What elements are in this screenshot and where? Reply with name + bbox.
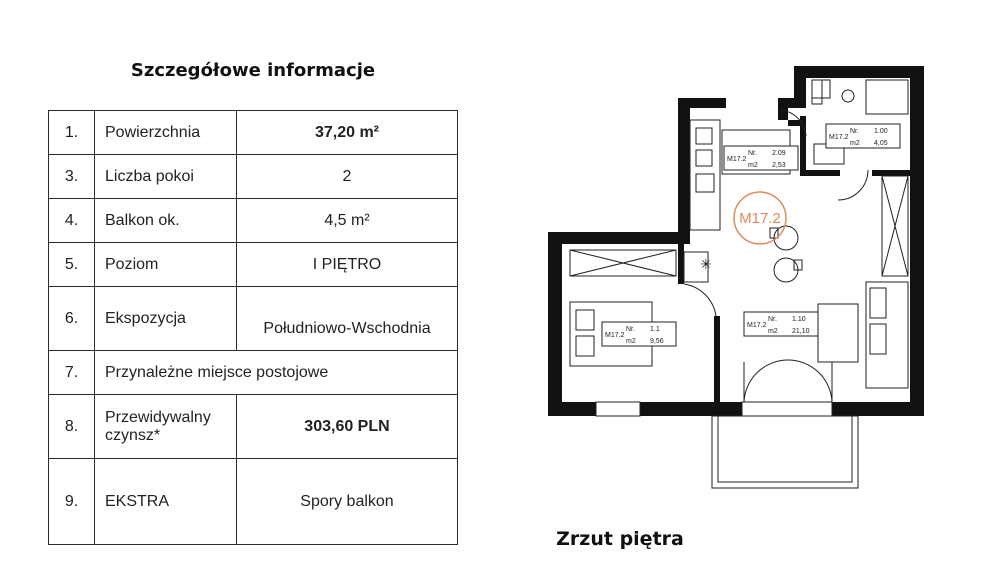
room-nr-label: Nr. [748,150,757,157]
row-value: Południowo-Wschodnia [236,286,458,351]
room-nr-label: Nr. [850,128,859,135]
details-table: 1. Powierzchnia 37,20 m² 3. Liczba pokoi… [48,110,458,545]
room-unit: M17.2 [727,156,747,163]
room-number: 1.1 [650,326,660,333]
table-row: 9. EKSTRA Spory balkon [48,458,458,545]
room-m2-label: m2 [748,162,758,169]
room-tag [601,321,677,347]
room-area: 2,53 [772,162,786,169]
table-row: 4. Balkon ok. 4,5 m² [48,198,458,243]
room-m2-label: m2 [768,328,778,335]
row-number: 1. [48,110,95,155]
room-m2-label: m2 [626,338,636,345]
row-number: 9. [48,458,95,545]
table-row: 6. Ekspozycja Południowo-Wschodnia [48,286,458,351]
walls [548,66,924,416]
room-area: 9,56 [650,338,664,345]
room-area: 21,10 [792,328,810,335]
fan-icon: ✳ [700,256,712,272]
row-value: Spory balkon [236,458,458,545]
row-label: Liczba pokoi [94,154,237,199]
row-label: Powierzchnia [94,110,237,155]
row-label: Balkon ok. [94,198,237,243]
room-number: 2.09 [772,150,786,157]
plan-caption: Zrzut piętra [556,528,684,550]
room-number: 1.00 [874,128,888,135]
row-label: Przynależne miejsce postojowe [94,350,458,395]
room-tag [743,311,819,337]
row-number: 6. [48,286,95,351]
room-number: 1.10 [792,316,806,323]
room-unit: M17.2 [747,322,767,329]
row-number: 4. [48,198,95,243]
row-value: 303,60 PLN [236,394,458,459]
room-area: 4,05 [874,140,888,147]
row-number: 5. [48,242,95,287]
room-unit: M17.2 [605,332,625,339]
apartment-label: M17.2 [739,210,781,227]
table-row: 1. Powierzchnia 37,20 m² [48,110,458,155]
fixtures [569,79,909,489]
room-unit: M17.2 [829,134,849,141]
room-m2-label: m2 [850,140,860,147]
row-value: I PIĘTRO [236,242,458,287]
table-row: 7. Przynależne miejsce postojowe [48,350,458,395]
apartment-marker [733,191,787,245]
room-tag [825,123,901,149]
row-label: Poziom [94,242,237,287]
section-heading: Szczegółowe informacje [130,60,376,81]
row-number: 8. [48,394,95,459]
room-tag [723,145,799,171]
room-nr-label: Nr. [626,326,635,333]
row-value: 4,5 m² [236,198,458,243]
row-label: EKSTRA [94,458,237,545]
room-nr-label: Nr. [768,316,777,323]
row-label: Ekspozycja [94,286,237,351]
table-row: 3. Liczba pokoi 2 [48,154,458,199]
row-label: Przewidywalny czynsz* [94,394,237,459]
row-number: 3. [48,154,95,199]
row-value: 2 [236,154,458,199]
row-number: 7. [48,350,95,395]
row-value: 37,20 m² [236,110,458,155]
table-row: 8. Przewidywalny czynsz* 303,60 PLN [48,394,458,459]
table-row: 5. Poziom I PIĘTRO [48,242,458,287]
